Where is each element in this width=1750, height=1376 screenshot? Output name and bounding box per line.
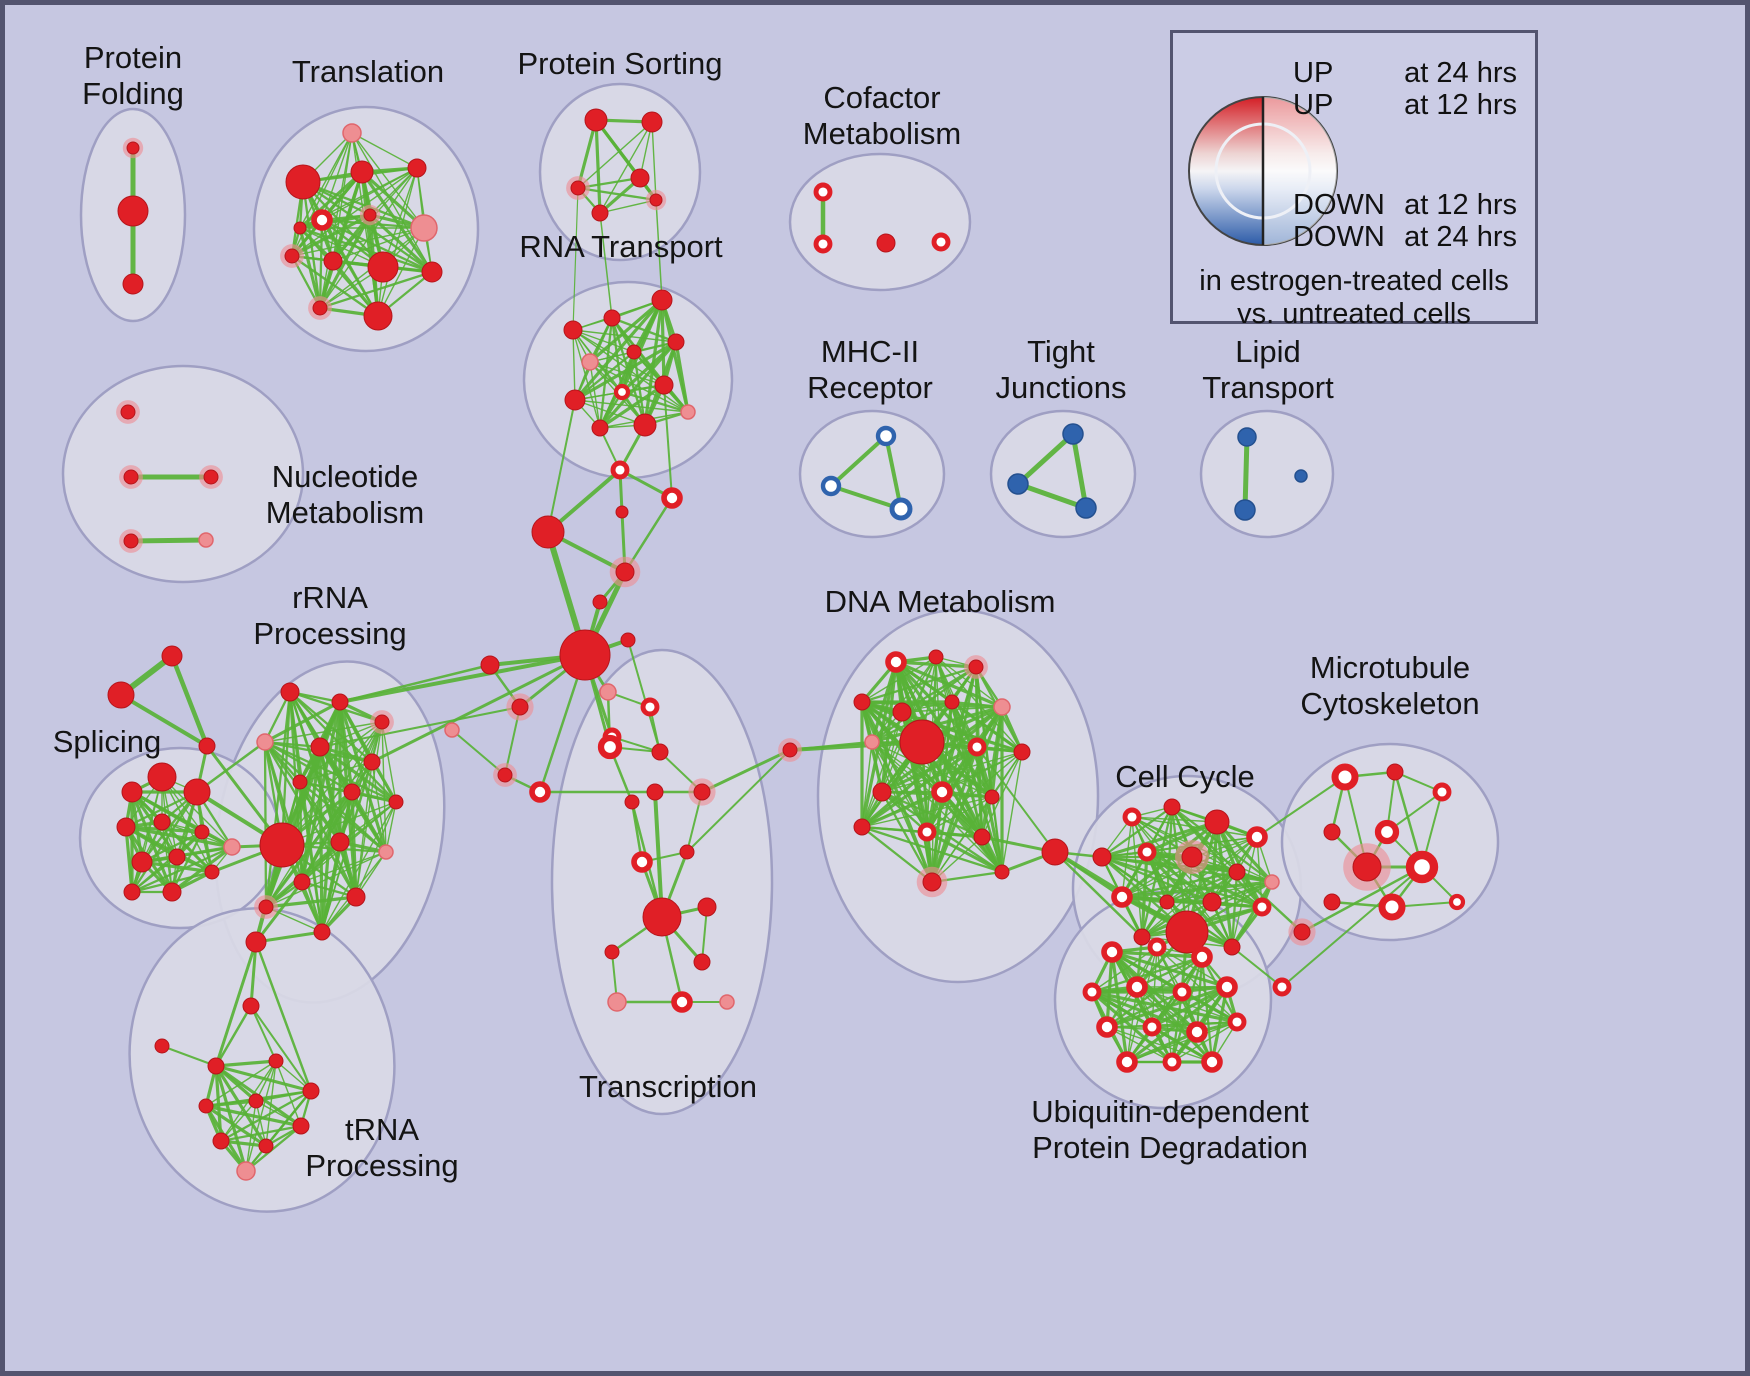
legend-direction: DOWN (1293, 221, 1385, 253)
cluster-label-rrna-processing: rRNA (292, 580, 368, 615)
cluster-label-tight-junctions: Tight (1027, 334, 1095, 369)
nodes (107, 108, 1466, 1181)
cluster-label-trna-processing: Processing (305, 1148, 458, 1183)
cluster-ellipse-lipid-transport (1199, 409, 1335, 539)
cluster-ellipse-mhc-ii-receptor (798, 409, 946, 539)
cluster-ellipse-trna-processing (128, 907, 396, 1213)
cluster-label-rrna-processing: Processing (253, 616, 406, 651)
legend-box: UP at 24 hrs UP at 12 hrs DOWN at 12 hrs… (1170, 30, 1538, 330)
cluster-label-protein-sorting: Protein Sorting (517, 46, 722, 81)
cluster-label-ubiquitin-dependent-protein-degradation: Protein Degradation (1032, 1130, 1308, 1165)
cluster-ellipse-tight-junctions (989, 409, 1137, 539)
cluster-label-tight-junctions: Junctions (996, 370, 1127, 405)
cluster-label-lipid-transport: Transport (1202, 370, 1334, 405)
legend-row-down-24: DOWN at 24 hrs (1293, 221, 1517, 253)
cluster-label-mhc-ii-receptor: MHC-II (821, 334, 919, 369)
cluster-label-lipid-transport: Lipid (1235, 334, 1301, 369)
legend-row-up-24: UP at 24 hrs (1293, 57, 1517, 89)
cluster-label-translation: Translation (292, 54, 444, 89)
cluster-label-ubiquitin-dependent-protein-degradation: Ubiquitin-dependent (1031, 1094, 1309, 1129)
legend-time: at 24 hrs (1404, 221, 1517, 253)
cluster-label-mhc-ii-receptor: Receptor (807, 370, 933, 405)
cluster-label-splicing: Splicing (53, 724, 162, 759)
legend-footer-line-1: in estrogen-treated cells (1199, 265, 1509, 297)
legend-footer: in estrogen-treated cells vs. untreated … (1173, 265, 1535, 331)
cluster-label-microtubule-cytoskeleton: Microtubule (1310, 650, 1470, 685)
legend-row-up-12: UP at 12 hrs (1293, 89, 1517, 121)
legend-direction: UP (1293, 89, 1334, 121)
cluster-label-nucleotide-metabolism: Metabolism (266, 495, 425, 530)
cluster-label-nucleotide-metabolism: Nucleotide (272, 459, 418, 494)
legend-time: at 24 hrs (1404, 57, 1517, 89)
legend-time: at 12 hrs (1404, 189, 1517, 221)
legend-footer-line-2: vs. untreated cells (1237, 298, 1471, 330)
legend-direction: UP (1293, 57, 1334, 89)
cluster-label-transcription: Transcription (579, 1069, 757, 1104)
cluster-label-microtubule-cytoskeleton: Cytoskeleton (1300, 686, 1479, 721)
legend-time: at 12 hrs (1404, 89, 1517, 121)
cluster-ellipse-cofactor-metabolism (788, 152, 972, 292)
up-down-color-dial-icon (1188, 96, 1338, 246)
cluster-label-dna-metabolism: DNA Metabolism (825, 584, 1056, 619)
cluster-label-cell-cycle: Cell Cycle (1115, 759, 1255, 794)
cluster-label-protein-folding: Protein (84, 40, 182, 75)
cluster-label-rna-transport: RNA Transport (519, 229, 723, 264)
cluster-label-cofactor-metabolism: Metabolism (803, 116, 962, 151)
cluster-ellipse-nucleotide-metabolism (61, 364, 305, 584)
legend-row-down-12: DOWN at 12 hrs (1293, 189, 1517, 221)
cluster-label-cofactor-metabolism: Cofactor (823, 80, 940, 115)
cluster-label-trna-processing: tRNA (345, 1112, 419, 1147)
legend-direction: DOWN (1293, 189, 1385, 221)
cluster-label-protein-folding: Folding (82, 76, 184, 111)
